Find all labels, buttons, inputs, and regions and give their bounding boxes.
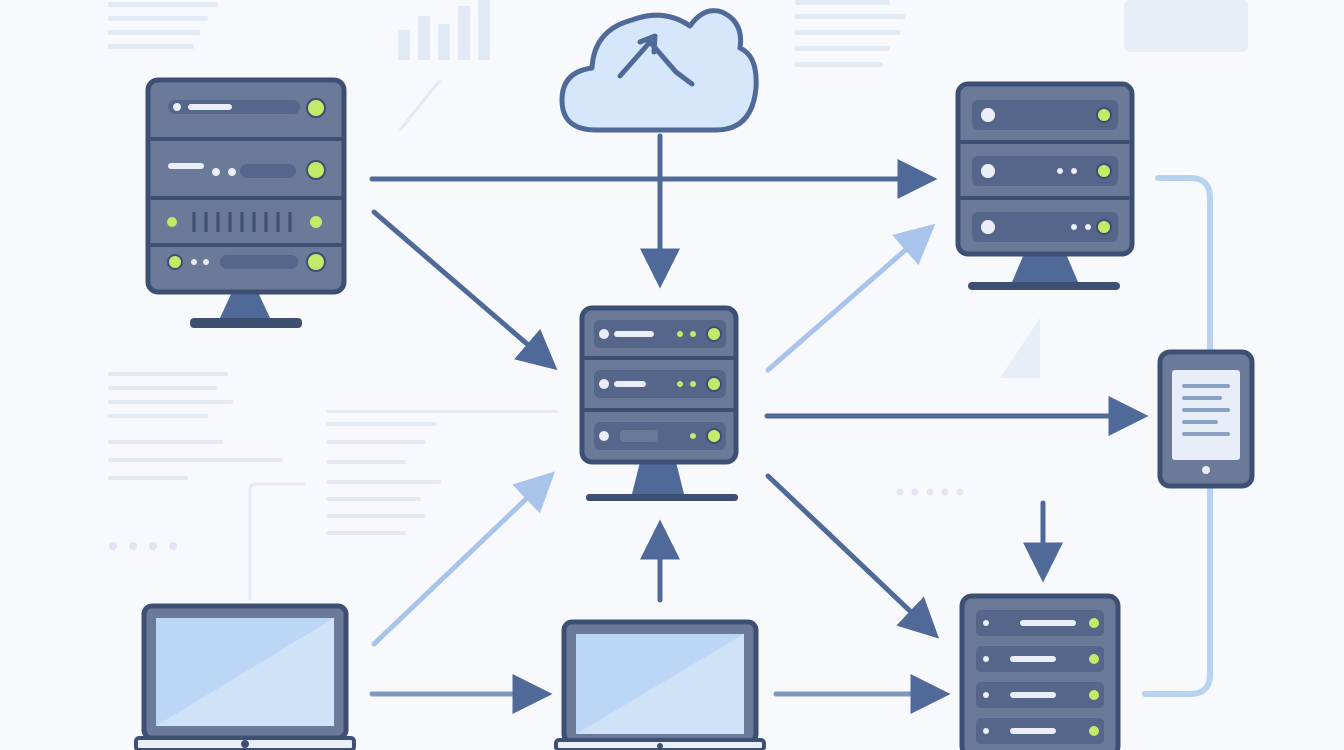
server-bottom-right-icon <box>959 593 1121 750</box>
bg-text-block-top-left <box>108 2 218 49</box>
bg-dots-left <box>109 542 177 550</box>
bg-text-block-top-right <box>795 0 905 67</box>
edge-center-topright <box>765 223 936 373</box>
bg-text-block-center <box>326 410 558 535</box>
laptop-bottom-left-icon <box>134 603 356 750</box>
bg-dots-right <box>896 488 964 496</box>
cloud-icon <box>559 8 759 133</box>
server-top-right-icon <box>955 81 1135 290</box>
server-top-left-icon <box>145 77 347 328</box>
bg-bar-chart <box>398 0 490 60</box>
background-decoration <box>108 0 1248 600</box>
edge-center-bottomright <box>765 473 940 639</box>
monitor-bottom-center-icon <box>554 619 766 750</box>
server-center-icon <box>579 305 739 501</box>
tablet-icon <box>1157 349 1255 489</box>
edge-topleft-center <box>371 209 558 371</box>
bg-text-block-left <box>108 372 283 480</box>
edge-laptop-center <box>371 471 556 647</box>
